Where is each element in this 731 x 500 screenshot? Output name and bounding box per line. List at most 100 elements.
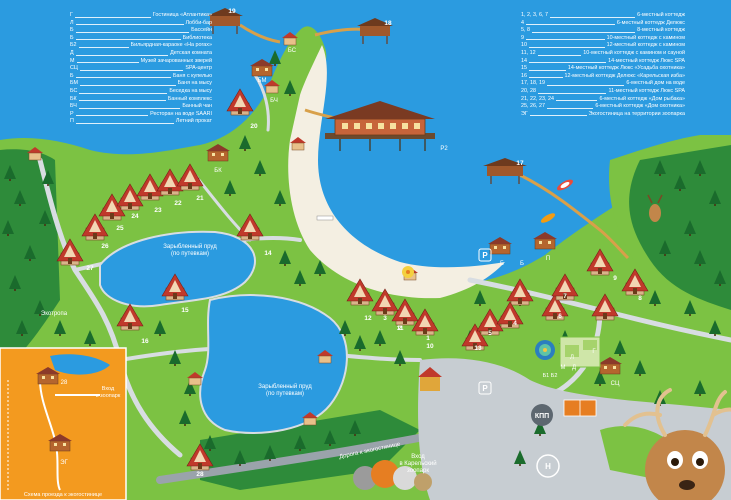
code-b: Б [520, 261, 524, 267]
pond-label: (по путевкам) [266, 391, 304, 397]
code-m: М [561, 365, 566, 371]
water-house-19 [207, 8, 243, 34]
legend-left-code: Б [70, 27, 74, 34]
legend-right-text: 6-местный коттедж «Дом рыбака» [599, 95, 685, 102]
house-number: 6 [558, 313, 562, 320]
sports-court [563, 399, 597, 417]
legend-left-text: Банный чан [182, 103, 212, 110]
house-number: 13 [474, 345, 482, 352]
house-number: 24 [131, 213, 139, 220]
legend-left-leader [75, 73, 172, 79]
house-number: 9 [613, 275, 617, 282]
legend-right-code: 15 [521, 65, 527, 72]
legend-right-row: 21, 22, 23, 24 6-местный коттедж «Дом рыб… [521, 96, 685, 104]
legend-left-code: Б [70, 72, 74, 79]
legend-right-leader [526, 35, 605, 41]
legend-left-code: Б [70, 34, 74, 41]
legend-right-row: 5, 8 8-местный коттедж [521, 27, 685, 35]
legend-left-code: Б2 [70, 42, 77, 49]
code-bch: БЧ [270, 98, 278, 104]
inset-map [0, 347, 127, 500]
code-sc: СЦ [611, 381, 620, 387]
legend-left-text: Ресторан на воде SAARI [150, 110, 212, 117]
legend-right-text: 12-местный коттедж с камином [606, 42, 685, 49]
code-bk: БК [214, 168, 222, 174]
house-number: 5 [488, 330, 492, 337]
legend-left-text: Гостиница «Атлантика» [152, 12, 212, 18]
legend-right-code: 5, 8 [521, 27, 530, 34]
legend-right-leader [529, 42, 605, 48]
legend-right-text: 6-местный коттедж [637, 12, 685, 18]
legend-right-text: 10-местный коттедж с камином [606, 34, 685, 41]
house-number: 8 [638, 295, 642, 302]
pond-label: Зарыбленный пруд [163, 243, 217, 250]
restaurant-label: Р2 [440, 146, 448, 152]
legend-right-code: ЭГ [521, 110, 528, 117]
house-number: 25 [116, 225, 124, 232]
legend-right-leader [529, 73, 563, 79]
boat-icon [557, 179, 573, 191]
house-number: 27 [86, 265, 94, 272]
helipad-label: H [545, 462, 551, 471]
legend-left-code: СЦ [70, 65, 78, 72]
code-bs: БС [288, 48, 297, 54]
legend-right-leader [532, 27, 636, 33]
legend-left-leader [75, 35, 181, 41]
legend-left-code: БК [70, 95, 77, 102]
inset-entrance-label: Вход [102, 386, 115, 392]
inset-label-eg: ЭГ [60, 460, 68, 466]
house-number: 14 [264, 250, 272, 257]
legend-right-text: 14-местный коттедж Люкс SPA [608, 57, 685, 64]
house-number: 3 [383, 315, 387, 322]
legend-left-leader [74, 12, 151, 18]
house-number: 11 [397, 325, 404, 332]
legend-left-code: Д [70, 49, 74, 56]
house-number: 19 [228, 8, 236, 15]
legend-left-leader [80, 80, 176, 86]
legend-left-code: БЧ [70, 103, 77, 110]
boat-icon-2 [540, 213, 556, 223]
legend-left-leader [76, 58, 139, 64]
water-house-18 [357, 18, 393, 44]
parking-label: P [482, 384, 488, 393]
house-number: 17 [516, 160, 524, 167]
kpp-label: КПП [535, 413, 549, 420]
legend-right-code: 21, 22, 23, 24 [521, 95, 554, 102]
house-number: 28 [196, 471, 204, 478]
legend-left-leader [79, 65, 184, 71]
legend-right-leader [546, 103, 594, 109]
legend-left-leader [75, 118, 174, 124]
playground [418, 367, 442, 391]
code-b: Б [500, 261, 504, 267]
beach [288, 45, 505, 299]
legend-right-text: 8-местный коттедж [637, 27, 685, 34]
restaurant-saari [325, 101, 435, 151]
animals-icon [353, 460, 432, 491]
code-g: Г [592, 349, 596, 355]
legend-left-text: Бассейн [191, 27, 212, 34]
house-number: 18 [384, 20, 392, 27]
legend-left-code: БМ [70, 80, 79, 87]
legend-right-leader [546, 80, 625, 86]
legend-right-code: 9 [521, 34, 524, 41]
legend-right-leader [555, 96, 598, 102]
hotel-atlantika [559, 336, 601, 368]
legend-left-leader [75, 50, 169, 56]
zoo-entrance-label: Вход [411, 454, 425, 460]
small-deer-icon [647, 194, 663, 222]
legend-left-code: Р [70, 110, 74, 117]
house-number: 2 [398, 325, 402, 332]
